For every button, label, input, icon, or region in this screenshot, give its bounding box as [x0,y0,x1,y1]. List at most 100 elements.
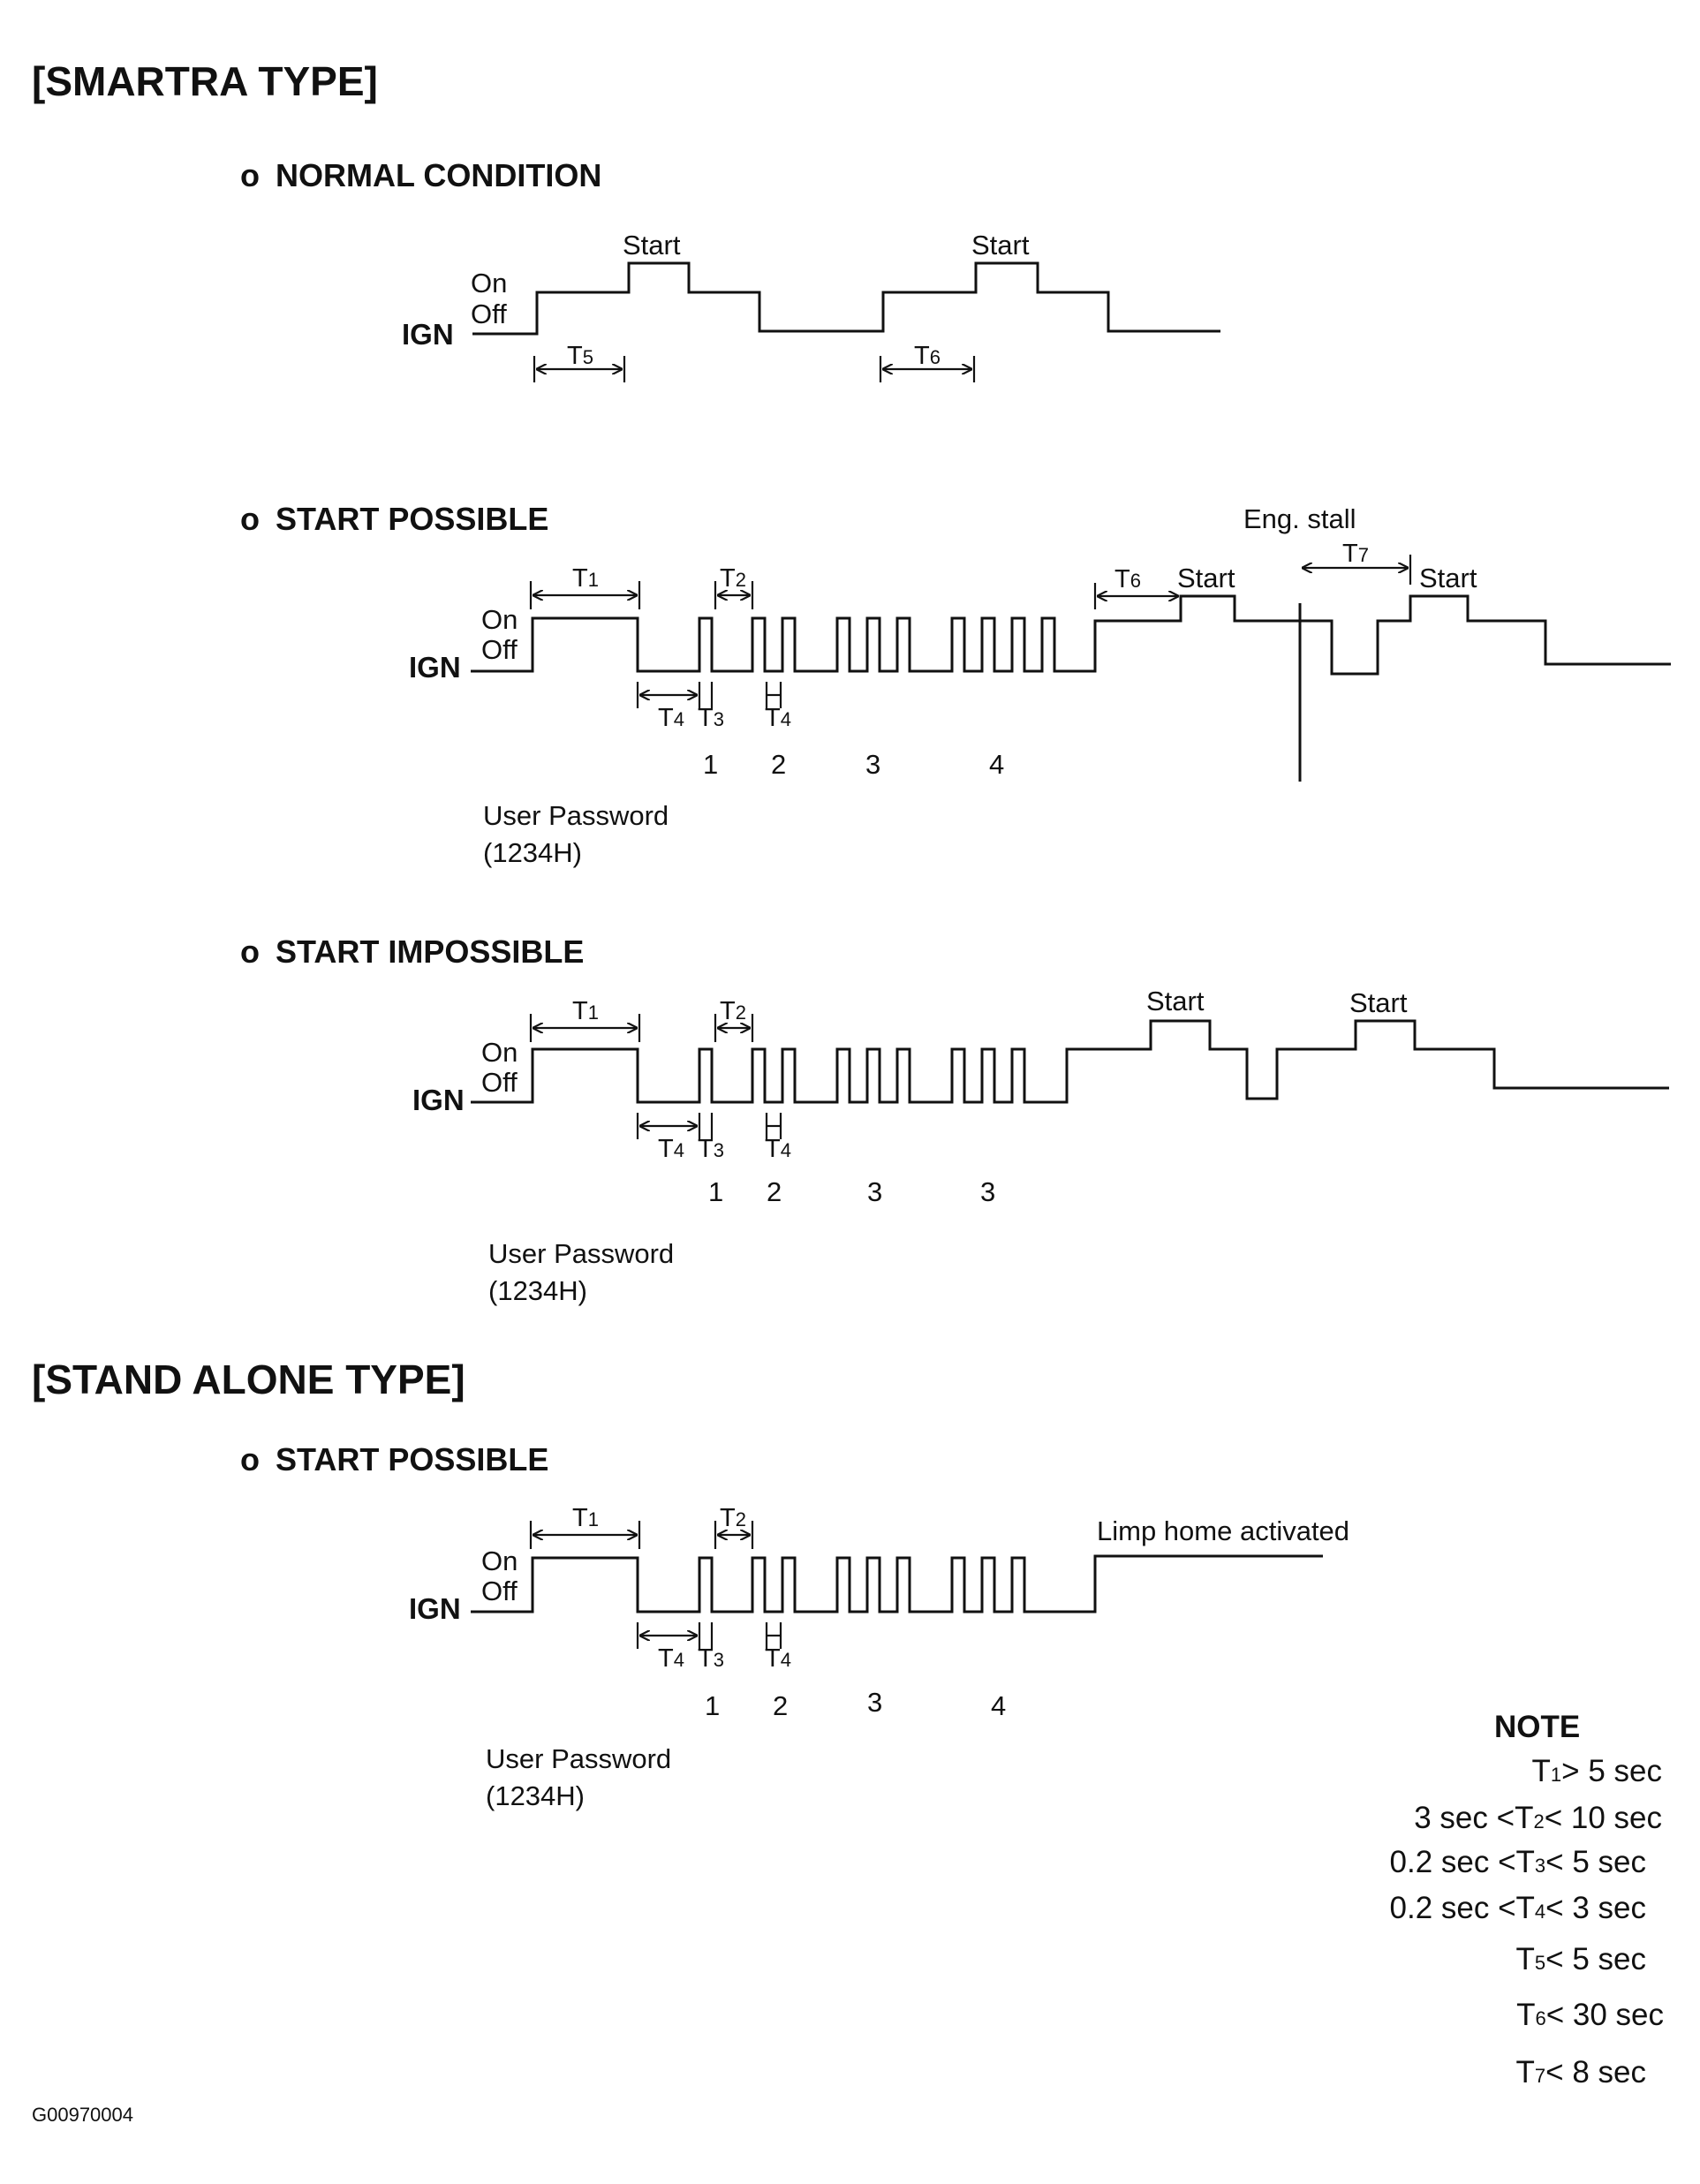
bullet: o [240,157,260,193]
note-row-t7: T7< 8 sec [1516,2055,1646,2090]
section-heading-stand-alone: [STAND ALONE TYPE] [32,1356,465,1402]
timing-label-t1: T1 [572,1504,599,1532]
start-label: Start [1146,986,1205,1016]
t4-dimension: T4 [636,682,697,732]
note-heading: NOTE [1494,1710,1580,1744]
t4-dimension: T4 [636,1622,697,1673]
ign-label: IGN [402,318,454,351]
start-label: Start [1419,563,1477,593]
ign-label: IGN [409,651,461,684]
off-label: Off [481,1576,518,1606]
t3-dimension: T3 [698,682,724,732]
password-value: (1234H) [488,1275,587,1306]
timing-label-t6: T6 [1114,565,1141,593]
start-label: Start [1177,563,1235,593]
timing-label-t7: T7 [1342,540,1369,568]
t3-dimension: T3 [698,1113,724,1163]
t4-dimension: T4 [765,1622,791,1673]
bullet: o [240,501,260,537]
password-digit: 3 [865,749,880,780]
user-password-label: User Password [488,1238,674,1269]
figure-id: G00970004 [32,2104,133,2126]
note-row-t1: T1> 5 sec [1532,1754,1662,1788]
password-digit: 2 [771,749,786,780]
timing-label-t4: T4 [765,1644,791,1673]
section-heading-smartra: [SMARTRA TYPE] [32,58,378,104]
password-digit: 3 [867,1176,882,1207]
ign-label: IGN [409,1592,461,1625]
timing-label-t4: T4 [658,1135,684,1163]
diagram-title-text: START POSSIBLE [276,501,548,537]
off-label: Off [481,1067,518,1098]
t1-dimension: T1 [529,997,641,1042]
limp-home-label: Limp home activated [1097,1515,1349,1546]
timing-label-t2: T2 [720,1504,746,1532]
password-digit: 2 [767,1176,782,1207]
password-digit: 3 [867,1687,882,1718]
diagram-start-impossible: o START IMPOSSIBLE On Off IGN Start Star… [240,933,1669,1306]
start-label: Start [971,230,1030,261]
t4-dimension: T4 [636,1113,697,1163]
diagram-title: o START POSSIBLE [240,501,548,537]
start-label: Start [623,230,681,261]
note-row-t3: 0.2 sec <T3< 5 sec [1390,1845,1646,1879]
timing-label-t4: T4 [658,1644,684,1673]
note-row-t6: T6< 30 sec [1516,1998,1664,2032]
t5-dimension: T5 [533,342,626,382]
password-digit: 1 [708,1176,723,1207]
user-password-label: User Password [486,1743,671,1774]
diagram-start-possible: o START POSSIBLE On Off IGN Eng. stall S… [240,501,1671,868]
off-label: Off [481,634,518,665]
timing-label-t3: T3 [698,1644,724,1673]
timing-label-t4: T4 [658,704,684,732]
diagram-stand-alone-start-possible: o START POSSIBLE On Off IGN Limp home ac… [240,1441,1349,1811]
timing-label-t6: T6 [914,342,941,370]
timing-label-t3: T3 [698,704,724,732]
t1-dimension: T1 [529,1504,641,1549]
on-label: On [481,1037,518,1068]
timing-label-t4: T4 [765,704,791,732]
diagram-title: o START POSSIBLE [240,1441,548,1477]
t2-dimension: T2 [714,1504,754,1549]
user-password-label: User Password [483,800,669,831]
t3-dimension: T3 [698,1622,724,1673]
ign-waveform [471,1019,1669,1104]
t6-dimension: T6 [879,342,976,382]
password-digit: 1 [705,1690,720,1721]
password-digit: 1 [703,749,718,780]
bullet: o [240,1441,260,1477]
note-row-t5: T5< 5 sec [1516,1942,1646,1976]
timing-label-t1: T1 [572,564,599,593]
t7-dimension: T7 [1303,540,1412,585]
timing-label-t3: T3 [698,1135,724,1163]
timing-label-t2: T2 [720,997,746,1025]
eng-stall-label: Eng. stall [1243,503,1356,534]
start-label: Start [1349,987,1408,1018]
off-label: Off [471,299,507,329]
t6-dimension: T6 [1093,565,1178,609]
password-digit: 4 [991,1690,1006,1721]
ign-waveform [472,261,1220,336]
t4-dimension: T4 [765,682,791,732]
ign-waveform [471,594,1671,676]
ign-label: IGN [412,1084,465,1116]
diagram-title-text: START IMPOSSIBLE [276,933,584,970]
on-label: On [481,604,518,635]
t2-dimension: T2 [714,997,754,1042]
password-digit: 3 [980,1176,995,1207]
t4-dimension: T4 [765,1113,791,1163]
diagram-normal-condition: o NORMAL CONDITION On Off IGN Start Star… [240,157,1220,382]
on-label: On [481,1545,518,1576]
timing-label-t5: T5 [567,342,593,370]
bullet: o [240,933,260,970]
timing-label-t1: T1 [572,997,599,1025]
diagram-title-text: NORMAL CONDITION [276,157,601,193]
password-digit: 2 [773,1690,788,1721]
ign-waveform [471,1554,1323,1613]
t1-dimension: T1 [529,564,641,609]
diagram-title: o NORMAL CONDITION [240,157,601,193]
note-row-t2: 3 sec <T2< 10 sec [1414,1801,1662,1835]
t2-dimension: T2 [714,564,754,609]
